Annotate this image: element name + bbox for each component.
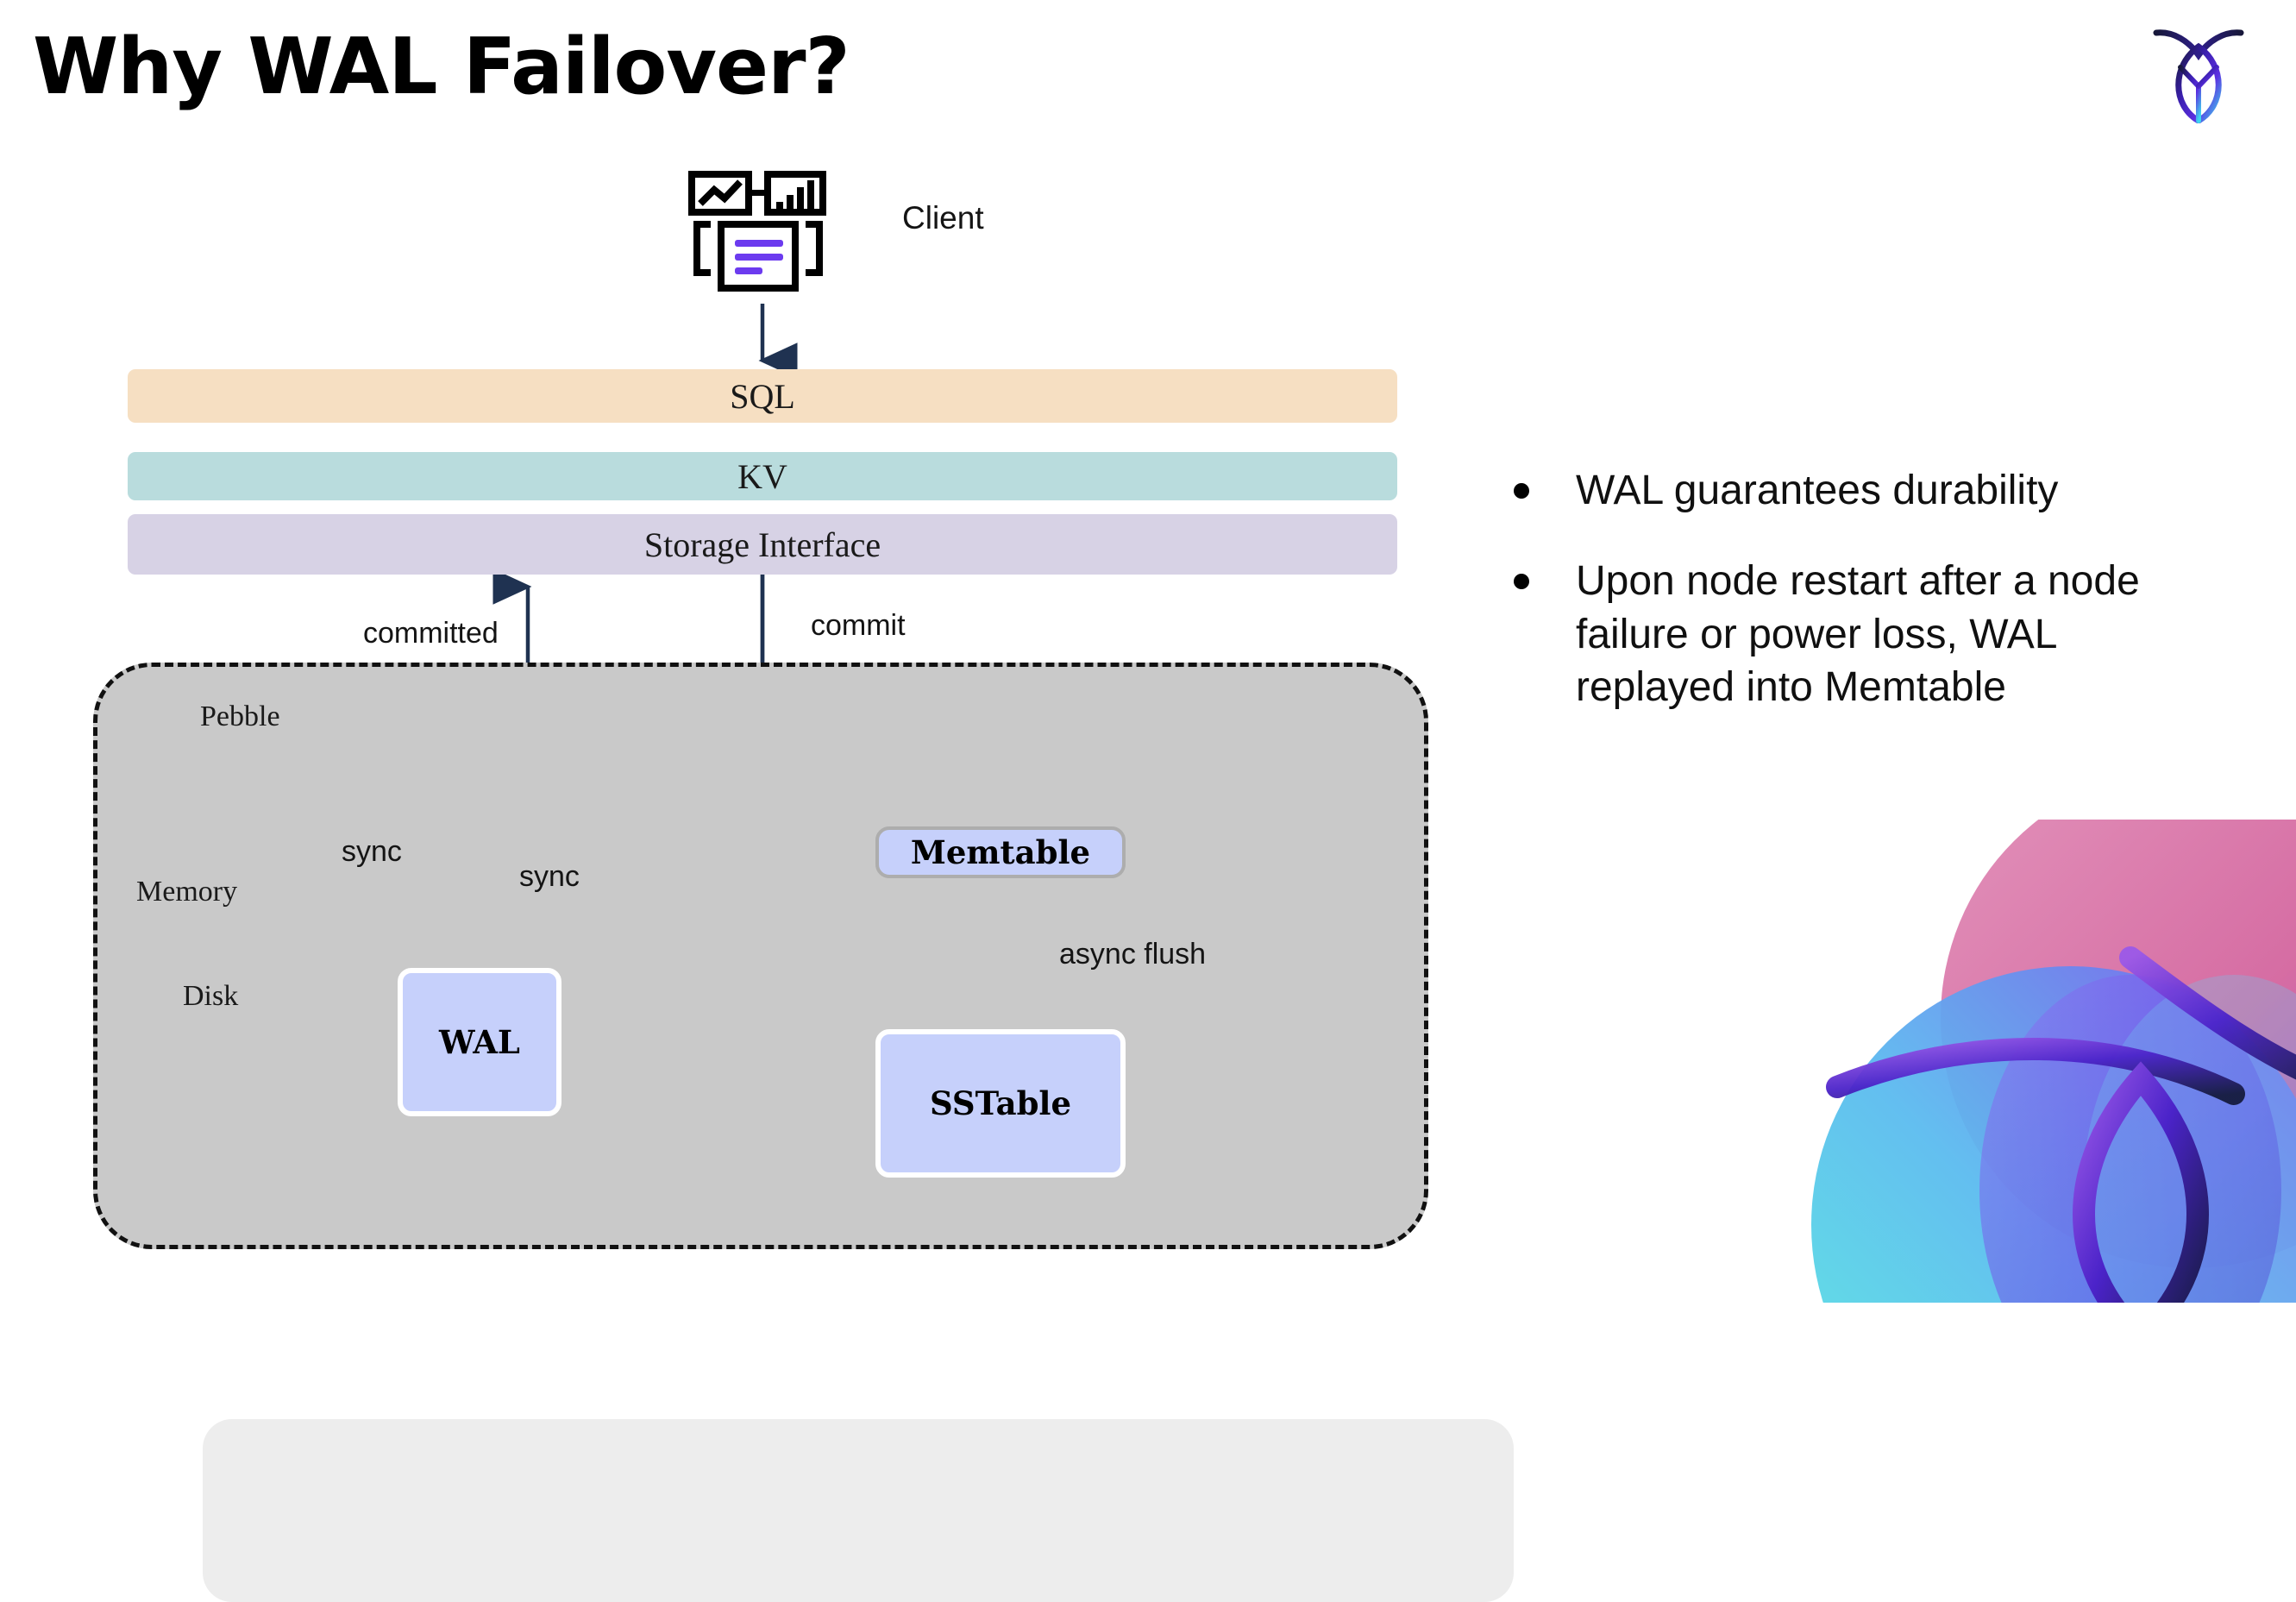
page-title: Why WAL Failover? <box>33 22 850 112</box>
edge-label-sync-up: sync <box>342 835 402 868</box>
edge-label-sync-down: sync <box>519 860 580 893</box>
memory-label: Memory <box>136 876 238 908</box>
bullet-dot-icon <box>1514 574 1529 590</box>
list-item: WAL guarantees durability <box>1514 464 2221 517</box>
client-label: Client <box>902 200 984 236</box>
memory-zone <box>203 1419 1514 1602</box>
cockroachdb-logo <box>2151 24 2246 125</box>
bullet-dot-icon <box>1514 483 1529 499</box>
bullet-text: Upon node restart after a node failure o… <box>1576 558 2140 711</box>
bullet-list: WAL guarantees durability Upon node rest… <box>1514 464 2221 752</box>
disk-label: Disk <box>183 980 239 1012</box>
client-dashboard-icon <box>688 171 826 305</box>
layer-bar-storage-interface: Storage Interface <box>128 514 1397 575</box>
node-memtable: Memtable <box>875 826 1126 878</box>
edge-label-commit: commit <box>811 609 906 642</box>
layer-bar-sql: SQL <box>128 369 1397 423</box>
pebble-container <box>93 663 1514 1602</box>
layer-bar-kv: KV <box>128 452 1397 500</box>
node-wal: WAL <box>398 968 561 1116</box>
edge-label-async-flush: async flush <box>1059 938 1207 971</box>
node-sstable: SSTable <box>875 1029 1126 1178</box>
list-item: Upon node restart after a node failure o… <box>1514 555 2221 713</box>
pebble-label: Pebble <box>200 700 280 732</box>
decorative-corner-graphic <box>1751 820 2296 1303</box>
edge-label-committed: committed <box>363 617 499 650</box>
architecture-diagram: Client SQL KV Storage Interface Pebble M… <box>93 171 1514 1602</box>
bullet-text: WAL guarantees durability <box>1576 468 2059 513</box>
